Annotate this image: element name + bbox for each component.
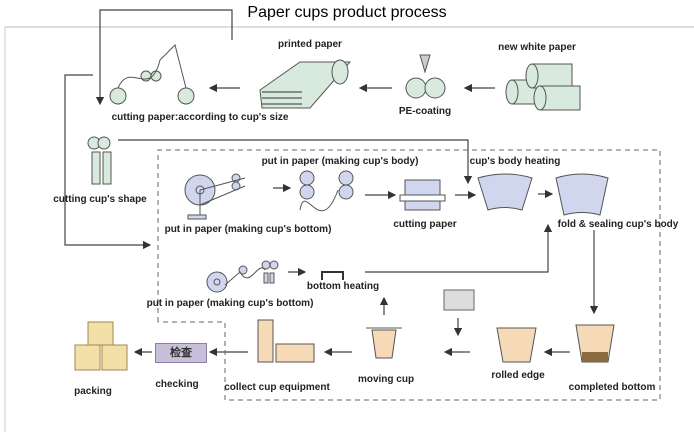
label-put-in-body: put in paper (making cup's body) <box>261 156 419 167</box>
label-checking: checking <box>155 379 199 390</box>
flow-arrows <box>64 9 599 357</box>
machine-boundary <box>157 149 661 401</box>
label-packing: packing <box>74 386 112 397</box>
label-fold-sealing: fold & sealing cup's body <box>557 219 679 230</box>
folded-cup-body-icon <box>555 173 609 216</box>
cup-body-blank-icon <box>477 173 533 211</box>
cutting-shape-icon <box>87 136 112 185</box>
label-pe-coating: PE-coating <box>398 106 452 117</box>
label-new-white-paper: new white paper <box>498 42 576 53</box>
label-completed-bottom: completed bottom <box>568 382 656 393</box>
rolled-edge-cup-icon <box>496 327 537 363</box>
label-collect: collect cup equipment <box>224 382 330 393</box>
label-moving-cup: moving cup <box>357 374 415 385</box>
paper-feeder-icon <box>184 170 354 293</box>
page-title: Paper cups product process <box>247 4 447 21</box>
cutting-paper-icon <box>399 179 446 211</box>
label-printed-paper: printed paper <box>278 39 342 50</box>
pe-coating-icon <box>405 54 446 99</box>
collect-cup-equipment-icon <box>257 319 315 363</box>
label-put-in-bottom-1: put in paper (making cup's bottom) <box>164 224 332 235</box>
label-bottom-heating: bottom heating <box>306 281 380 292</box>
label-rolled-edge: rolled edge <box>491 370 545 381</box>
packing-boxes-icon <box>74 321 128 371</box>
checking-box: 检查 <box>155 343 207 363</box>
printed-paper-icon <box>259 59 352 109</box>
label-cutting-paper: cutting paper <box>393 219 457 230</box>
label-sign-icon <box>443 289 475 311</box>
bottom-heating-icon <box>321 271 344 280</box>
label-cutting-cup-shape: cutting cup's shape <box>53 194 147 205</box>
paper-rolls-icon <box>505 63 581 111</box>
label-cutting-paper-size: cutting paper:according to cup's size <box>111 112 289 123</box>
label-put-in-bottom-2: put in paper (making cup's bottom) <box>146 298 314 309</box>
label-body-heating: cup's body heating <box>469 156 561 167</box>
cutting-paper-machine-icon <box>109 44 195 105</box>
moving-cup-icon <box>366 327 402 359</box>
cup-bottom-fill <box>582 352 608 362</box>
